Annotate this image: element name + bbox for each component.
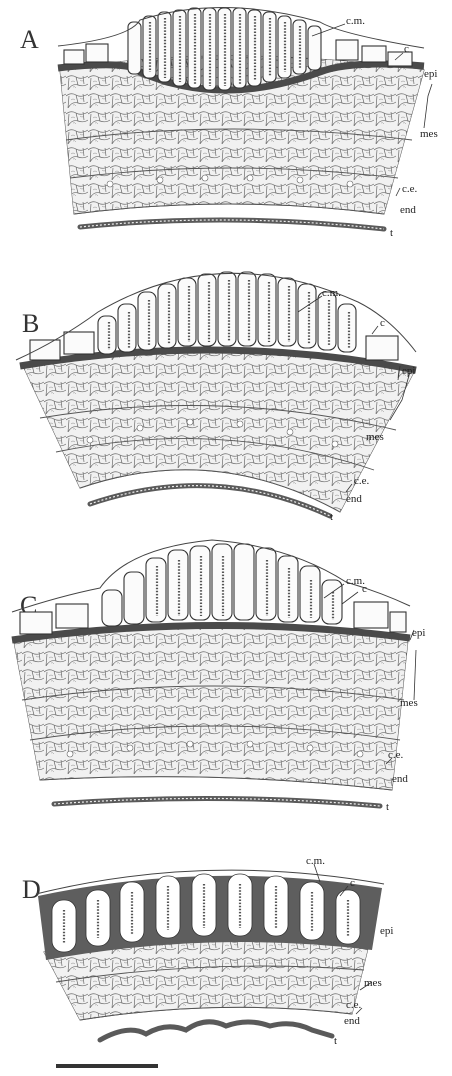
panel-a-letter: A (20, 25, 39, 54)
label-cm: c.m. (346, 15, 365, 27)
panel-a-epi-cell (64, 50, 84, 64)
label-t: t (386, 801, 389, 813)
panel-b-epi-cell (64, 332, 94, 354)
label-mes: mes (400, 697, 418, 709)
panel-c: C (12, 540, 425, 813)
panel-c-epi-cell (56, 604, 88, 628)
label-epi: epi (412, 627, 425, 639)
label-c: c (362, 583, 367, 595)
label-cm: c.m. (322, 287, 341, 299)
label-ce: c.e. (354, 475, 370, 487)
label-epi: epi (424, 68, 437, 80)
label-c: c (350, 877, 355, 889)
panel-d: D c.m. c epi mes c.e. (22, 855, 393, 1066)
label-c: c (404, 43, 409, 55)
label-mes: mes (364, 977, 382, 989)
label-ce: c.e. (402, 183, 418, 195)
panel-a-epi-cell (336, 40, 358, 60)
panel-c-epi-cell (354, 602, 388, 628)
label-mes: mes (366, 431, 384, 443)
label-end: end (392, 773, 408, 785)
label-ce: c.e. (388, 749, 404, 761)
label-t: t (334, 1035, 337, 1047)
label-t: t (330, 511, 333, 523)
label-end: end (344, 1015, 360, 1027)
panel-a-tissue-strip (80, 220, 384, 229)
panel-c-cell-texture (14, 627, 408, 790)
label-epi: epi (380, 925, 393, 937)
label-t: t (390, 227, 393, 239)
panel-c-epi-cell (20, 612, 52, 634)
panel-a-epi-cell (86, 44, 108, 62)
panel-d-tissue-strip (100, 1022, 332, 1040)
label-epi: epi (402, 365, 415, 377)
panel-b-epi-cell (366, 336, 398, 360)
panel-b: B (16, 272, 416, 523)
label-end: end (346, 493, 362, 505)
panel-b-epi-cell (30, 340, 60, 360)
panel-b-letter: B (22, 309, 39, 338)
label-mes: mes (420, 128, 438, 140)
panel-b-columnar-cells (98, 272, 356, 354)
panel-c-columnar-cells (102, 544, 342, 626)
panel-a-epi-cell (362, 46, 386, 62)
panel-a: A (20, 7, 438, 239)
label-ce: c.e. (346, 999, 362, 1011)
label-end: end (400, 204, 416, 216)
label-cm: c.m. (306, 855, 325, 867)
panel-d-letter: D (22, 875, 41, 904)
panel-c-epi-cell (390, 612, 406, 632)
label-c: c (380, 317, 385, 329)
